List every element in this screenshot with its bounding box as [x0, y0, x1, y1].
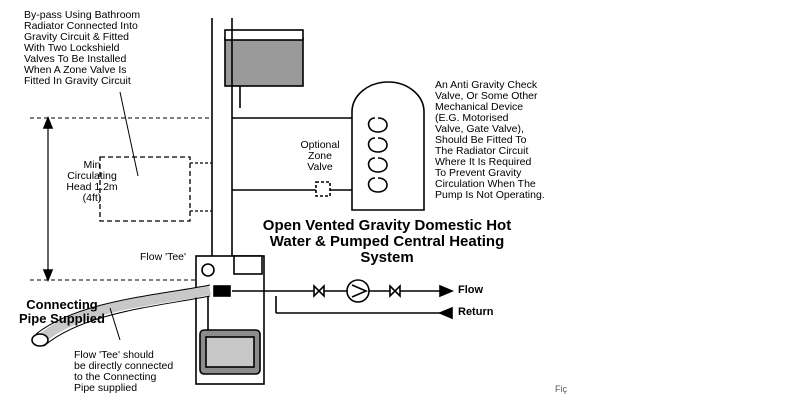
anti-gravity-note: An Anti Gravity Check Valve, Or Some Oth…: [435, 79, 545, 201]
diagram-title: Open Vented Gravity Domestic Hot Water &…: [262, 217, 512, 266]
bypass-note: By-pass Using Bathroom Radiator Connecte…: [24, 9, 141, 87]
radiator-pointer: [119, 91, 139, 177]
tank-top: [224, 29, 304, 41]
boiler-top-box: [233, 255, 263, 275]
figure-label: Fiç: [555, 384, 567, 394]
flow-tee-note: Flow 'Tee' should be directly connected …: [74, 349, 174, 394]
optional-zone-valve-label: Optional Zone Valve: [300, 139, 340, 173]
cylinder-coil: [367, 117, 388, 193]
flow-tee-label: Flow 'Tee': [140, 251, 187, 263]
flow-label: Flow: [458, 284, 484, 296]
connecting-pipe: [36, 285, 211, 344]
connecting-pipe-label: Connecting Pipe Supplied: [19, 297, 105, 326]
bathroom-radiator-bypass: [99, 156, 191, 222]
feed-expansion-tank: [224, 37, 304, 87]
hot-water-cylinder: [351, 81, 425, 211]
min-head-label: Min Circulating Head 1.2m (4ft): [66, 159, 118, 204]
pump-and-valves: [313, 279, 401, 303]
flow-tee-symbol: [213, 285, 231, 297]
zone-valve-symbol: [315, 181, 331, 197]
return-label: Return: [458, 306, 494, 318]
